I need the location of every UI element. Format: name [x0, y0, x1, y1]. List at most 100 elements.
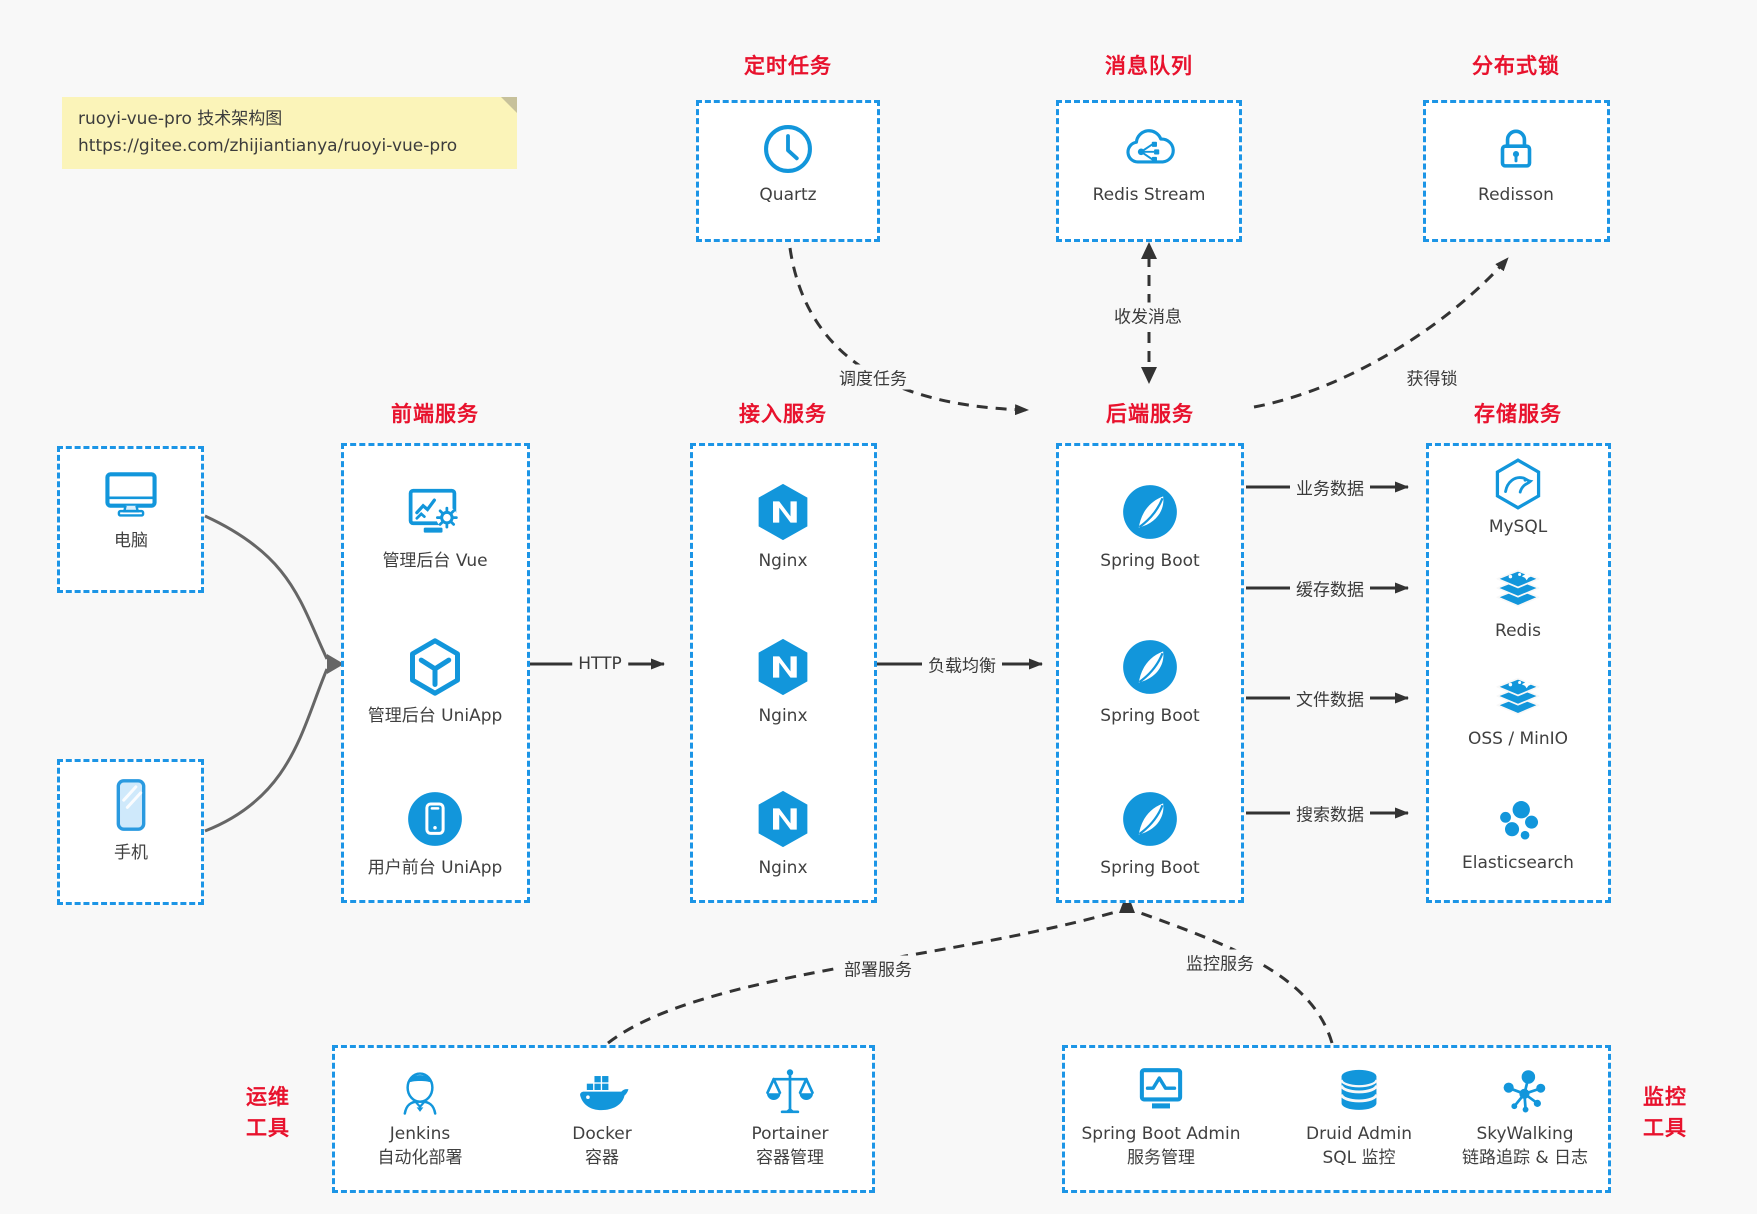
node-skywalking: SkyWalking 链路追踪 & 日志 — [1420, 1064, 1630, 1170]
edge-label-http: HTTP — [572, 654, 628, 674]
node-name: Docker — [572, 1124, 632, 1144]
node-admin-uniapp: 管理后台 UniApp — [345, 637, 525, 728]
node-label: Redis Stream — [1092, 185, 1206, 205]
note-fold-corner — [501, 97, 517, 113]
oss-stack-icon — [1492, 670, 1544, 722]
ops-tools-box — [332, 1045, 875, 1193]
column-title-frontend: 前端服务 — [391, 402, 479, 426]
node-label: 手机 — [114, 843, 148, 863]
monitor-title-line2: 工具 — [1643, 1116, 1687, 1140]
edge-label-cache-data: 缓存数据 — [1290, 575, 1370, 601]
edge-label-monitor-service: 监控服务 — [1180, 949, 1260, 975]
spring-boot-icon — [1120, 482, 1180, 542]
column-title-storage: 存储服务 — [1474, 402, 1562, 426]
edge-deploy-service — [607, 909, 1120, 1045]
node-label: Nginx — [758, 858, 808, 878]
node-label: Elasticsearch — [1462, 853, 1574, 873]
node-spring-boot-admin: Spring Boot Admin 服务管理 — [1066, 1064, 1256, 1170]
arrowhead-msg-up — [1141, 242, 1157, 259]
node-label: 管理后台 UniApp — [367, 706, 503, 726]
node-label: Nginx — [758, 551, 808, 571]
group-title-scheduled-task: 定时任务 — [744, 54, 832, 78]
edge-label-deploy-service: 部署服务 — [838, 955, 918, 981]
node-label: Redis — [1495, 621, 1541, 641]
docker-whale-icon — [575, 1064, 629, 1118]
spring-boot-icon — [1120, 789, 1180, 849]
node-name: Jenkins — [389, 1124, 451, 1144]
node-springboot-2: Spring Boot — [1060, 637, 1240, 728]
edge-phone-to-frontend — [204, 668, 329, 833]
node-label: MySQL — [1488, 517, 1548, 537]
group-title-message-queue: 消息队列 — [1105, 54, 1193, 78]
node-label: 用户前台 UniApp — [367, 858, 503, 878]
database-icon — [1332, 1064, 1386, 1118]
mysql-icon — [1492, 458, 1544, 510]
monitor-title-line1: 监控 — [1643, 1085, 1687, 1109]
topology-icon — [1498, 1064, 1552, 1118]
edge-monitor-service — [1134, 909, 1334, 1044]
desktop-icon — [102, 464, 160, 522]
redis-stream-box — [1056, 100, 1242, 242]
node-label: 电脑 — [114, 531, 148, 551]
node-desc: 链路追踪 & 日志 — [1461, 1148, 1589, 1168]
edge-label-send-receive-msg: 收发消息 — [1108, 302, 1188, 328]
column-title-backend: 后端服务 — [1106, 402, 1194, 426]
node-label: Spring Boot — [1100, 551, 1200, 571]
node-name: Spring Boot Admin — [1081, 1124, 1241, 1144]
node-nginx-2: Nginx — [693, 637, 873, 728]
edge-label-search-data: 搜索数据 — [1290, 800, 1370, 826]
node-elasticsearch: Elasticsearch — [1428, 794, 1608, 875]
node-name: SkyWalking — [1476, 1124, 1574, 1144]
lock-icon — [1489, 122, 1543, 176]
storage-box — [1426, 443, 1611, 903]
node-springboot-1: Spring Boot — [1060, 482, 1240, 573]
pc-box — [57, 446, 204, 593]
monitor-chart-icon — [1134, 1064, 1188, 1118]
node-pc: 电脑 — [41, 464, 221, 553]
node-portainer: Portainer 容器管理 — [705, 1064, 875, 1170]
node-desc: 服务管理 — [1127, 1148, 1195, 1168]
ops-title-line2: 工具 — [246, 1116, 290, 1140]
node-name: Portainer — [751, 1124, 829, 1144]
node-phone: 手机 — [41, 776, 221, 865]
node-desc: 自动化部署 — [377, 1148, 463, 1168]
node-redis-stream: Redis Stream — [1059, 122, 1239, 207]
node-nginx-3: Nginx — [693, 789, 873, 880]
node-mysql: MySQL — [1428, 458, 1608, 539]
mobile-app-icon — [405, 789, 465, 849]
nginx-icon — [753, 482, 813, 542]
edge-acquire-lock — [1253, 257, 1510, 409]
node-label: OSS / MinIO — [1467, 729, 1569, 749]
monitor-tools-title: 监控 工具 — [1643, 1082, 1687, 1144]
node-redisson: Redisson — [1426, 122, 1606, 207]
node-redis: Redis — [1428, 562, 1608, 643]
node-springboot-3: Spring Boot — [1060, 789, 1240, 880]
node-jenkins: Jenkins 自动化部署 — [335, 1064, 505, 1170]
node-name: Druid Admin — [1306, 1124, 1412, 1144]
node-admin-vue: 管理后台 Vue — [345, 482, 525, 573]
ops-tools-title: 运维 工具 — [246, 1082, 290, 1144]
uniapp-cube-icon — [405, 637, 465, 697]
node-label: Spring Boot — [1100, 706, 1200, 726]
spring-boot-icon — [1120, 637, 1180, 697]
arrowhead-msg-down — [1141, 367, 1157, 384]
edge-label-schedule-task: 调度任务 — [833, 364, 913, 390]
edge-label-load-balance: 负载均衡 — [922, 651, 1002, 677]
node-desc: 容器管理 — [756, 1148, 824, 1168]
node-docker: Docker 容器 — [517, 1064, 687, 1170]
arrowhead-frontend — [327, 654, 344, 674]
node-label: Quartz — [759, 185, 817, 205]
nginx-icon — [753, 637, 813, 697]
redisson-box — [1423, 100, 1610, 242]
title-note: ruoyi-vue-pro 技术架构图 https://gitee.com/zh… — [62, 97, 517, 169]
cloud-share-icon — [1122, 122, 1176, 176]
node-oss-minio: OSS / MinIO — [1428, 670, 1608, 751]
edge-label-business-data: 业务数据 — [1290, 474, 1370, 500]
node-user-uniapp: 用户前台 UniApp — [345, 789, 525, 880]
clock-icon — [761, 122, 815, 176]
edge-label-acquire-lock: 获得锁 — [1400, 364, 1464, 390]
edge-pc-to-frontend — [204, 514, 329, 660]
node-desc: 容器 — [585, 1148, 619, 1168]
node-desc: SQL 监控 — [1322, 1148, 1396, 1168]
